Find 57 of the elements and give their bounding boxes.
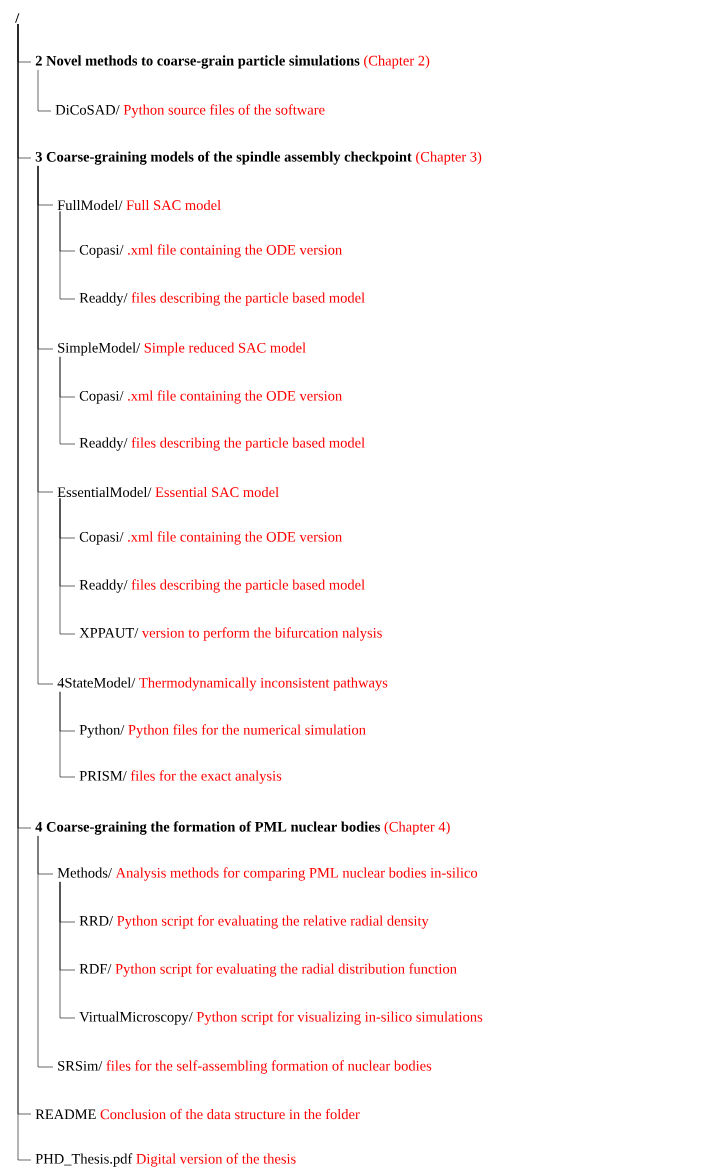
folder-name: Copasi/: [79, 244, 124, 258]
tree-branch: [59, 498, 76, 635]
folder-name: RDF/: [79, 964, 112, 974]
heading: 4 Coarse-graining the formation of PML nuclear bodies: [35, 821, 380, 835]
description: Essential SAC model: [155, 486, 279, 498]
folder-name: FullModel/: [57, 199, 123, 211]
heading: /: [15, 13, 20, 23]
description: version to perform the bifurcation nalysis: [141, 627, 382, 641]
description: .xml file containing the ODE version: [128, 244, 342, 258]
folder-name: PHD_Thesis.pdf: [35, 1153, 133, 1167]
description: Full SAC model: [126, 199, 221, 211]
folder-name: Readdy/: [79, 292, 128, 306]
description: Python script for evaluating the relative radial density: [117, 915, 429, 929]
heading: 3 Coarse-graining models of the spindle assembly checkpoint: [35, 151, 412, 165]
folder-name: PRISM/: [79, 770, 127, 781]
description: Simple reduced SAC model: [144, 342, 306, 356]
description: Analysis methods for comparing PML nuclear bodies in-silico: [115, 867, 478, 881]
description: files for the exact analysis: [130, 770, 282, 784]
folder-name: Readdy/: [79, 437, 128, 451]
folder-name: DiCoSAD/: [55, 104, 120, 115]
folder-name: EssentialModel/: [57, 486, 152, 498]
tree-branch: [37, 69, 52, 112]
description: files describing the particle based model: [131, 437, 365, 451]
description: Python script for visualizing in-silico simulations: [196, 1011, 483, 1025]
description: .xml file containing the ODE version: [128, 390, 342, 404]
description: Python script for evaluating the radial distribution function: [115, 963, 457, 977]
description: files describing the particle based model: [131, 579, 365, 593]
folder-name: README: [35, 1109, 96, 1120]
folder-name: VirtualMicroscopy/: [79, 1011, 193, 1025]
tree-branch: [59, 211, 76, 300]
folder-name: Copasi/: [79, 390, 124, 404]
tree-branch: [59, 881, 76, 1019]
tree-branch: [37, 165, 54, 685]
description: Digital version of the thesis: [136, 1153, 296, 1167]
tree-branch: [59, 356, 76, 445]
description: files for the self-assembling formation of nuclear bodies: [106, 1060, 432, 1074]
folder-name: SRSim/: [58, 1060, 103, 1071]
description: (Chapter 3): [416, 151, 482, 165]
heading: 2 Novel methods to coarse-grain particle simulations: [35, 55, 360, 69]
description: Python files for the numerical simulation: [128, 724, 366, 738]
description: Python source files of the software: [123, 104, 325, 118]
description: Conclusion of the data structure in the folder: [100, 1108, 360, 1120]
folder-name: Python/: [79, 724, 125, 738]
folder-name: RRD/: [79, 916, 114, 926]
description: Thermodynamically inconsistent pathways: [139, 677, 388, 691]
description: files describing the particle based model: [131, 292, 365, 306]
description: (Chapter 2): [364, 55, 430, 69]
folder-name: Methods/: [57, 867, 112, 878]
folder-name: SimpleModel/: [58, 342, 141, 356]
folder-name: XPPAUT/: [79, 627, 139, 638]
description: .xml file containing the ODE version: [128, 531, 342, 545]
description: (Chapter 4): [384, 821, 450, 835]
folder-name: Copasi/: [79, 531, 124, 545]
tree-branch: [59, 691, 76, 778]
tree-branch: [37, 835, 54, 1068]
folder-name: Readdy/: [79, 579, 128, 593]
folder-name: 4StateModel/: [57, 677, 136, 688]
